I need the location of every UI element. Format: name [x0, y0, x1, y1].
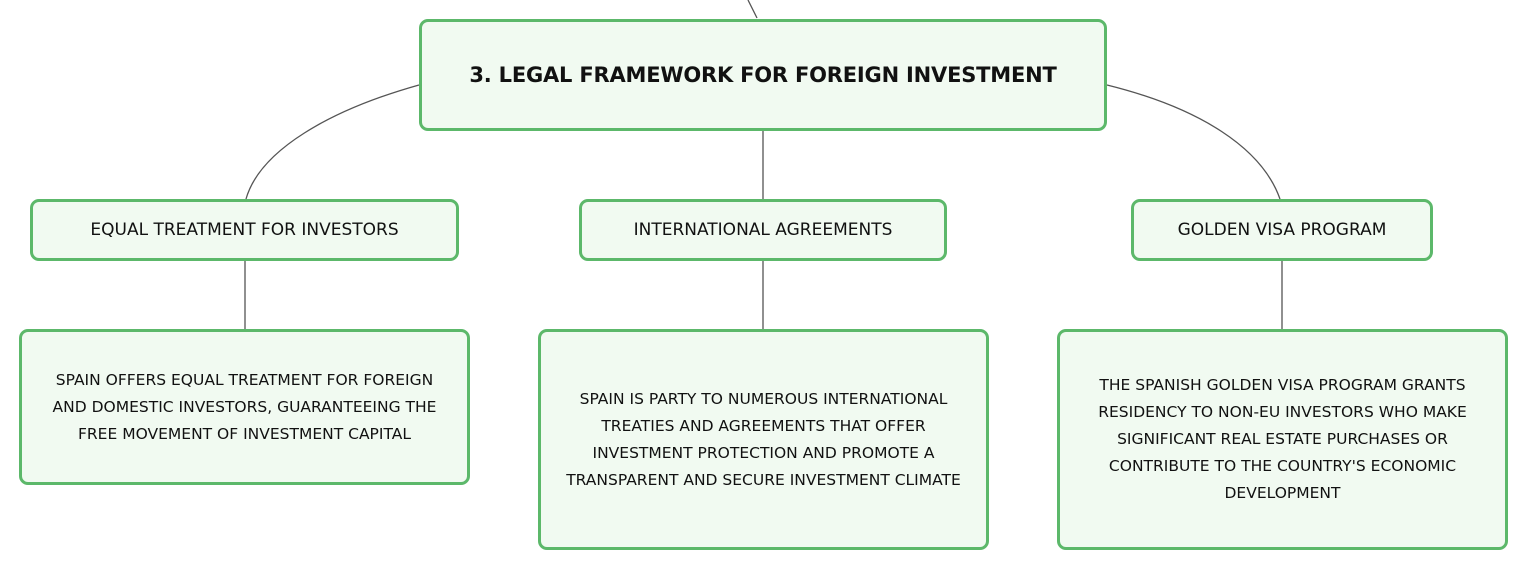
branch-node-equal-treatment[interactable]: EQUAL TREATMENT FOR INVESTORS: [30, 199, 459, 261]
detail-node-golden-visa[interactable]: THE SPANISH GOLDEN VISA PROGRAM GRANTS R…: [1057, 329, 1508, 550]
root-node-title: 3. LEGAL FRAMEWORK FOR FOREIGN INVESTMEN…: [469, 63, 1057, 87]
detail-node-international-agreements[interactable]: SPAIN IS PARTY TO NUMEROUS INTERNATIONAL…: [538, 329, 989, 550]
branch-node-international-agreements[interactable]: INTERNATIONAL AGREEMENTS: [579, 199, 947, 261]
branch-node-label: EQUAL TREATMENT FOR INVESTORS: [90, 220, 399, 240]
connector-root-to-branch-3: [1106, 84, 1281, 200]
branch-node-golden-visa[interactable]: GOLDEN VISA PROGRAM: [1131, 199, 1433, 261]
branch-node-label: GOLDEN VISA PROGRAM: [1177, 220, 1387, 240]
detail-node-equal-treatment[interactable]: SPAIN OFFERS EQUAL TREATMENT FOR FOREIGN…: [19, 329, 470, 485]
root-node[interactable]: 3. LEGAL FRAMEWORK FOR FOREIGN INVESTMEN…: [419, 19, 1107, 131]
detail-node-text: SPAIN OFFERS EQUAL TREATMENT FOR FOREIGN…: [52, 370, 437, 443]
connector-root-to-branch-1: [245, 84, 420, 200]
connector-parent-to-root: [747, 0, 758, 19]
branch-node-label: INTERNATIONAL AGREEMENTS: [633, 220, 893, 240]
detail-node-text: SPAIN IS PARTY TO NUMEROUS INTERNATIONAL…: [566, 389, 961, 489]
detail-node-text: THE SPANISH GOLDEN VISA PROGRAM GRANTS R…: [1098, 376, 1467, 502]
